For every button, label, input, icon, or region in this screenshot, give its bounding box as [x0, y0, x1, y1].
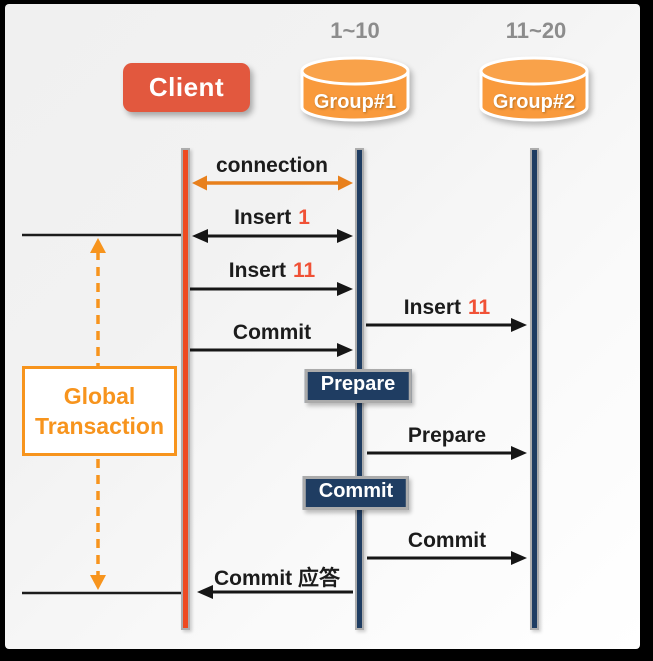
prepare-arrow	[367, 446, 527, 460]
prepare-to-group2-label: Prepare	[407, 424, 487, 447]
prepare-phase-badge: Prepare	[304, 369, 412, 403]
commit-reply-arrow	[197, 585, 353, 599]
commit-client-arrow	[190, 343, 353, 357]
commit-client-label: Commit	[232, 321, 312, 344]
insert-eleven-client-arrow	[190, 282, 353, 296]
insert-one-arrow	[192, 229, 353, 243]
insert-one-number: 1	[298, 206, 310, 229]
client-label: Client	[148, 72, 225, 102]
connection-arrow	[192, 175, 353, 191]
insert-eleven-client-verb: Insert	[228, 259, 286, 282]
insert-one-label: Insert 1	[234, 206, 310, 230]
insert-eleven-group-verb: Insert	[403, 296, 461, 319]
client-actor-box: Client	[123, 63, 250, 112]
group2-label: Group#2	[492, 91, 576, 113]
insert-eleven-client-label: Insert 11	[229, 259, 315, 283]
client-lifeline	[181, 148, 190, 630]
group1-range-label: 1~10	[330, 18, 380, 43]
commit-phase-badge: Commit	[302, 476, 410, 510]
group1-label: Group#1	[313, 91, 397, 113]
group2-lifeline	[530, 148, 539, 630]
group1-database-cylinder-icon: Group#1	[299, 55, 411, 127]
commit-reply-label: Commit 应答	[214, 567, 340, 590]
insert-one-verb: Insert	[234, 206, 292, 229]
global-transaction-box: Global Transaction	[22, 366, 177, 456]
group2-database-cylinder-icon: Group#2	[478, 55, 590, 127]
global-transaction-line1: Global	[63, 382, 136, 409]
insert-eleven-group-number: 11	[467, 296, 491, 319]
commit-group-arrow	[367, 551, 527, 565]
insert-eleven-group-arrow	[366, 318, 527, 332]
group2-range-label: 11~20	[505, 18, 567, 43]
global-transaction-line2: Transaction	[34, 413, 165, 439]
insert-eleven-group-label: Insert 11	[404, 296, 490, 320]
commit-to-group2-label: Commit	[407, 529, 487, 552]
insert-eleven-client-number: 11	[292, 259, 316, 282]
connection-label: connection	[215, 154, 329, 177]
